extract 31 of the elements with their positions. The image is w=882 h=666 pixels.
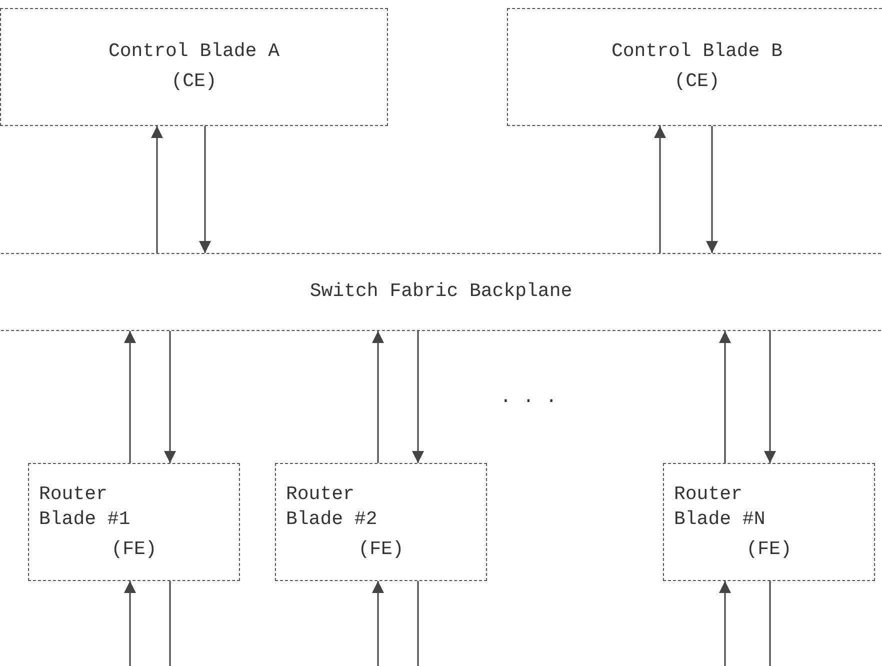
box-label: Router Blade #1 [39, 482, 132, 532]
blade-box [0, 8, 388, 126]
box-label: Router Blade #2 [286, 482, 378, 532]
box-label: Control Blade B [611, 39, 783, 64]
arrow [151, 126, 163, 253]
arrow [124, 331, 136, 463]
arrow [199, 126, 211, 253]
box-label: (FE) [746, 536, 792, 562]
box-label: Control Blade A [108, 39, 280, 64]
blade-box [0, 253, 882, 331]
arrow [764, 331, 776, 463]
ellipsis-label: . . . [500, 385, 558, 410]
box-label: (CE) [674, 69, 720, 94]
arrow [124, 581, 136, 666]
blade-box [28, 463, 240, 581]
box-label: (CE) [171, 69, 217, 94]
arrow [412, 331, 424, 463]
arrow [654, 126, 666, 253]
box-label: (FE) [111, 536, 157, 562]
arrow [372, 581, 384, 666]
blade-box [275, 463, 487, 581]
arrow [372, 331, 384, 463]
blade-box [663, 463, 875, 581]
blade-box [507, 8, 882, 126]
box-label: Router Blade #N [674, 482, 766, 532]
box-label: Switch Fabric Backplane [310, 279, 572, 304]
arrow [719, 581, 731, 666]
arrow [719, 331, 731, 463]
box-label: (FE) [358, 536, 404, 562]
arrow [164, 331, 176, 463]
arrow [706, 126, 718, 253]
